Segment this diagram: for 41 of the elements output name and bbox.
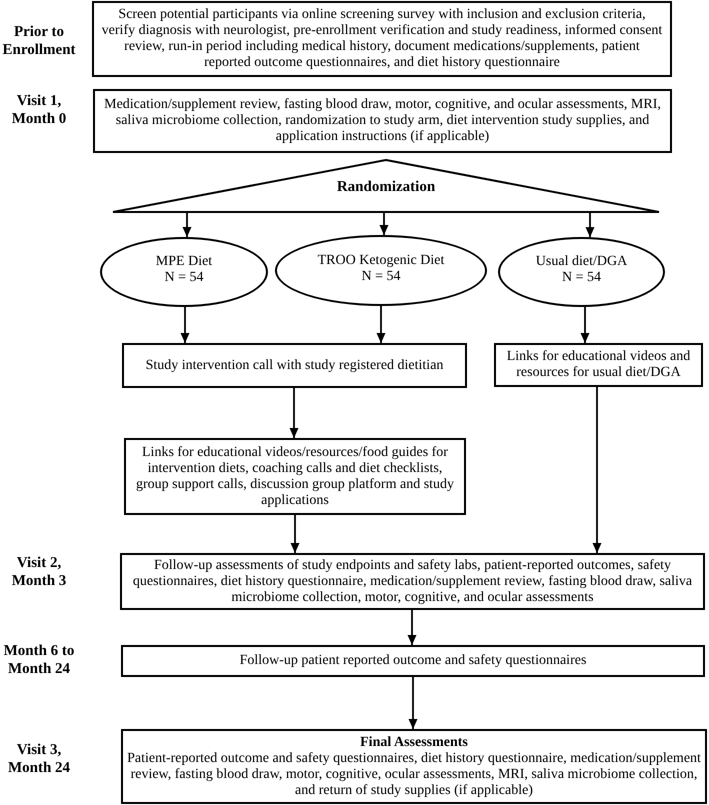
timepoint-label: Visit 3, Month 24	[6, 741, 72, 777]
timepoint-label: Visit 1, Month 0	[10, 92, 68, 128]
step-text: Patient-reported outcome and safety questionnaires, diet history questionnaire, medication/supplement review, fasting blood draw, motor, cognitive, ocular assessments, MRI, saliva microbiome collection, and return of study supplies (if applicable)	[126, 750, 702, 798]
step-text: Links for educational videos/resources/food guides for intervention diets, coaching calls and diet checklists, group support calls, discussion group platform and study applications	[135, 444, 455, 508]
step-text: Medication/supplement review, fasting blood draw, motor, cognitive, and ocular assessments, MRI, saliva microbiome collection, randomization to study arm, diet intervention study supplies, and application instructions (if applicable)	[103, 97, 662, 145]
step-box	[121, 645, 705, 677]
arrow	[586, 213, 594, 238]
timepoint-label: Visit 2, Month 3	[10, 554, 68, 590]
step-text: Follow-up assessments of study endpoints and safety labs, patient-reported outcomes, safety questionnaires, diet history questionnaire, medication/supplement review, fasting blood draw, saliva microbiome collection, motor, cognitive, and ocular assessments	[132, 558, 694, 606]
arrow	[580, 306, 590, 343]
sample-size: N = 54	[164, 270, 204, 286]
arrow	[290, 388, 298, 438]
arm-name: MPE Diet	[156, 254, 212, 270]
step-box	[93, 89, 672, 153]
step-heading: Final Assessments	[359, 734, 469, 750]
triangle-heading: Randomization	[336, 178, 436, 196]
step-box	[120, 553, 705, 610]
arm-name: Usual diet/DGA	[536, 254, 628, 270]
timepoint-label: Month 6 to Month 24	[2, 642, 76, 678]
step-box	[124, 438, 466, 515]
sample-size: N = 54	[562, 270, 601, 286]
arrow	[592, 387, 602, 553]
arrow	[380, 213, 388, 236]
step-box	[494, 343, 703, 387]
step-text: Links for educational videos and resources for usual diet/DGA	[506, 349, 692, 381]
step-box	[122, 343, 467, 388]
randomization-triangle	[112, 159, 660, 213]
arrow	[180, 307, 190, 343]
arrow	[376, 306, 386, 343]
timepoint-label: Prior to Enrollment	[1, 23, 77, 59]
sample-size: N = 54	[361, 268, 400, 284]
arrow	[182, 213, 192, 238]
step-text: Study intervention call with study registered dietitian	[144, 358, 444, 374]
arm-name: TROO Ketogenic Diet	[318, 252, 444, 268]
arrow	[290, 515, 300, 553]
step-text: Screen potential participants via online screening survey with inclusion and exclusion criteria, verify diagnosis with neurologist, pre-enrollment verification and study readiness, informed consent review, run-in period including medical history, document medications/supplements, patient reported outcome questionnaires, and diet history questionnaire	[101, 7, 663, 71]
step-box	[92, 1, 672, 77]
arrow	[408, 677, 418, 729]
arrow	[408, 610, 416, 645]
step-text: Follow-up patient reported outcome and safety questionnaires	[238, 653, 588, 669]
step-box	[121, 729, 707, 804]
